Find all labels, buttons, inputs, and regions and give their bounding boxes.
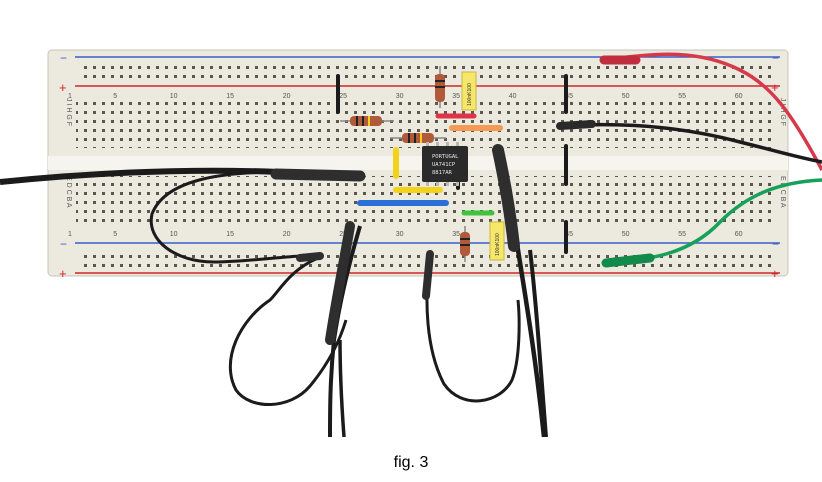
top-col-10: 10 bbox=[170, 93, 178, 100]
lower-left-probe-leads bbox=[228, 221, 362, 438]
top-col-60: 60 bbox=[735, 93, 743, 100]
row-letters-top-right: J I H G F bbox=[779, 98, 786, 126]
ic-line-2: UA741CP bbox=[432, 162, 456, 168]
top-col-5: 5 bbox=[113, 93, 117, 100]
rail-plus-sign-bottom: + bbox=[59, 266, 67, 281]
bottom-col-10: 10 bbox=[170, 231, 178, 238]
bottom-col-60: 60 bbox=[735, 231, 743, 238]
top-col-15: 15 bbox=[226, 93, 234, 100]
row-letters-bottom-right: E D C B A bbox=[779, 176, 786, 208]
bottom-col-20: 20 bbox=[283, 231, 291, 238]
top-col-45: 45 bbox=[565, 93, 573, 100]
rail-minus-sign-bottom-right: − bbox=[772, 237, 779, 251]
resistor-3 bbox=[435, 66, 445, 108]
top-col-55: 55 bbox=[678, 93, 686, 100]
top-col-1: 1 bbox=[68, 93, 72, 100]
top-power-rail bbox=[75, 56, 780, 87]
bottom-col-35: 35 bbox=[452, 231, 460, 238]
red-probe-wire bbox=[599, 52, 822, 171]
breadboard-photo: − + − + − + − + J I H G F E D C B A J I … bbox=[0, 49, 822, 438]
row-letters-top-left: J I H G F bbox=[65, 98, 72, 126]
bottom-col-30: 30 bbox=[396, 231, 404, 238]
bottom-col-5: 5 bbox=[113, 231, 117, 238]
ic-line-3: 8817AR bbox=[432, 170, 453, 176]
bottom-col-45: 45 bbox=[565, 231, 573, 238]
top-col-25: 25 bbox=[339, 93, 347, 100]
resistor-4 bbox=[460, 226, 470, 262]
bottom-col-25: 25 bbox=[339, 231, 347, 238]
top-col-35: 35 bbox=[452, 93, 460, 100]
center-channel bbox=[48, 156, 788, 170]
top-col-50: 50 bbox=[622, 93, 630, 100]
top-col-40: 40 bbox=[509, 93, 517, 100]
capacitor-bottom-label: 100nK100 bbox=[495, 233, 501, 256]
bottom-col-55: 55 bbox=[678, 231, 686, 238]
center-probe-leads bbox=[422, 144, 548, 438]
rail-plus-sign-bottom-right: + bbox=[771, 266, 779, 281]
breadboard-scene: − + − + − + − + J I H G F E D C B A J I … bbox=[0, 49, 822, 438]
bottom-col-1: 1 bbox=[68, 231, 72, 238]
green-probe-wire bbox=[601, 178, 822, 268]
capacitor-top-label: 100nK100 bbox=[467, 83, 473, 106]
rail-minus-sign: − bbox=[60, 51, 67, 65]
rail-plus-sign: + bbox=[59, 80, 67, 95]
capacitor-bottom: 100nK100 bbox=[489, 221, 505, 261]
bottom-col-15: 15 bbox=[226, 231, 234, 238]
resistor-1 bbox=[340, 116, 394, 126]
rail-minus-sign-right: − bbox=[772, 51, 779, 65]
row-letters-bottom-left: E D C B A bbox=[65, 176, 72, 208]
capacitor-top: 100nK100 bbox=[461, 71, 477, 111]
ic-chip: PORTUGAL UA741CP 8817AR bbox=[422, 142, 468, 186]
figure-caption: fig. 3 bbox=[393, 454, 429, 471]
bottom-col-50: 50 bbox=[622, 231, 630, 238]
black-right-probe-wire bbox=[556, 120, 822, 164]
top-col-20: 20 bbox=[283, 93, 291, 100]
ic-line-1: PORTUGAL bbox=[432, 154, 459, 160]
top-col-30: 30 bbox=[396, 93, 404, 100]
left-black-cable bbox=[0, 167, 366, 264]
rail-plus-sign-right: + bbox=[771, 80, 779, 95]
rail-minus-sign-bottom: − bbox=[60, 237, 67, 251]
resistor-2 bbox=[390, 133, 446, 143]
